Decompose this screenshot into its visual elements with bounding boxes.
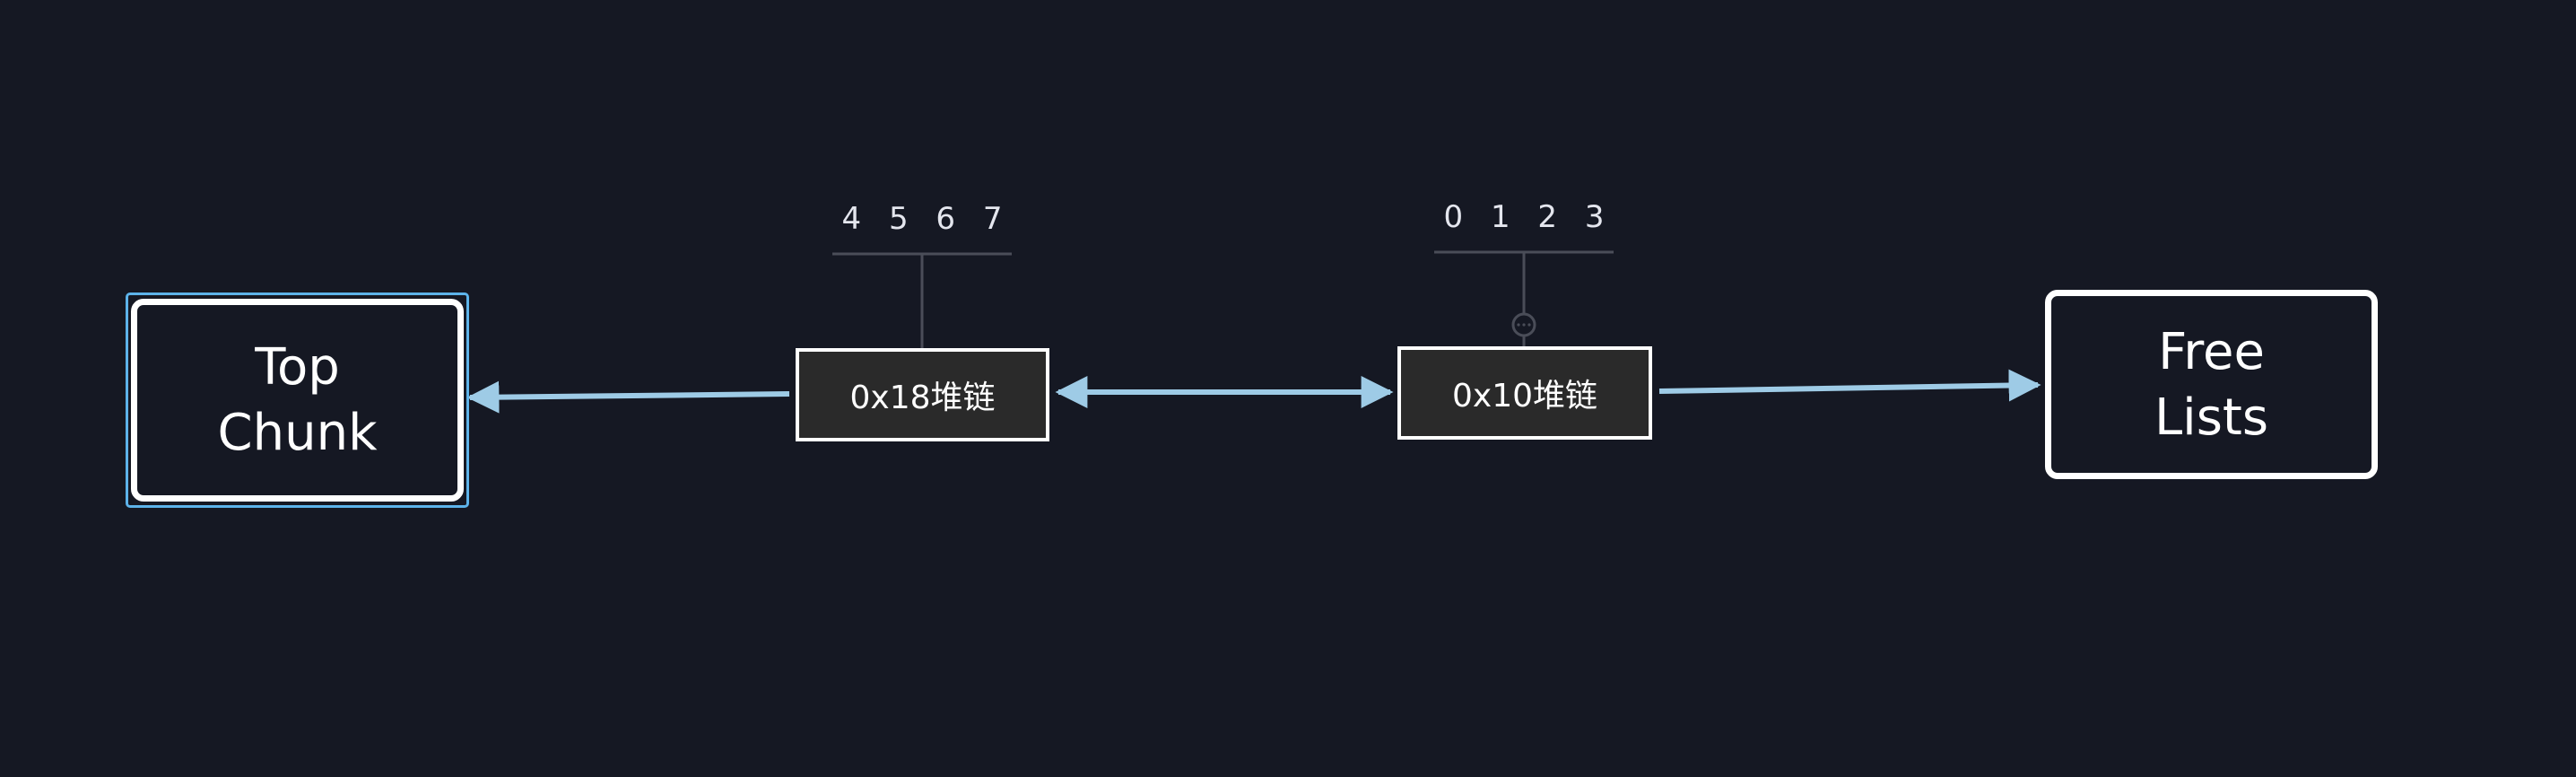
edge-0x18-to-top-chunk[interactable]	[466, 380, 790, 414]
slot-numbers-0x18: 4 5 6 7	[841, 201, 1003, 237]
heap-chain-0x10-label: 0x10堆链	[1451, 378, 1598, 415]
top-chunk-line-1: Top	[255, 338, 340, 397]
more-options-icon[interactable]	[1511, 312, 1536, 337]
heap-chain-0x18-node[interactable]: 0x18堆链	[796, 348, 1049, 441]
free-lists-line-2: Lists	[2154, 388, 2269, 447]
free-lists-node[interactable]: Free Lists	[2045, 290, 2378, 479]
top-chunk-line-2: Chunk	[217, 404, 378, 462]
selection-outline	[126, 292, 469, 508]
top-chunk-node[interactable]: Top Chunk	[131, 299, 464, 502]
edge-0x10-to-free-lists[interactable]	[1658, 369, 2041, 402]
slot-numbers-0x10: 0 1 2 3	[1443, 199, 1605, 235]
heap-chain-0x18-label: 0x18堆链	[849, 380, 996, 416]
heap-chain-0x10-node[interactable]: 0x10堆链	[1397, 346, 1652, 440]
free-lists-line-1: Free	[2158, 322, 2265, 381]
